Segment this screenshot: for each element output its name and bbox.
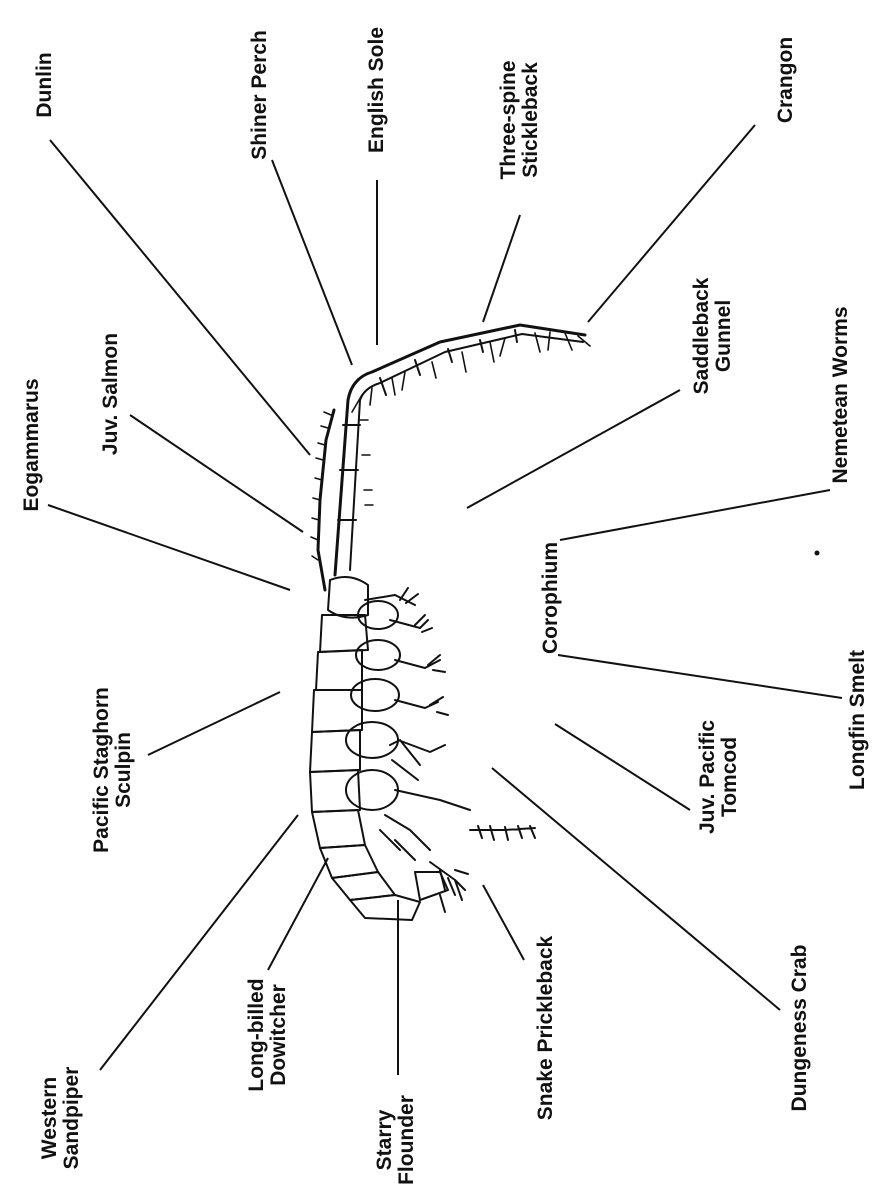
label-text: Corophium bbox=[540, 542, 562, 654]
pointer-long-billed-dowitcher bbox=[268, 858, 328, 970]
pointer-dunlin bbox=[50, 140, 310, 455]
label-corophium: Corophium bbox=[540, 542, 562, 654]
label-line: Stickleback bbox=[520, 60, 542, 179]
label-juv-salmon: Juv. Salmon bbox=[100, 333, 122, 455]
label-line: Sandpiper bbox=[61, 1067, 83, 1170]
label-line: Crangon bbox=[775, 37, 797, 123]
antenna-1 bbox=[311, 410, 334, 590]
label-line: Tomcod bbox=[719, 720, 741, 834]
label-eogammarus: Eogammarus bbox=[21, 378, 43, 511]
label-line: Saddleback bbox=[691, 278, 713, 395]
label-longfin-smelt: Longfin Smelt bbox=[847, 650, 869, 790]
antenna-2 bbox=[335, 325, 590, 575]
label-juv-pacific-tomcod: Juv. Pacific Tomcod bbox=[697, 720, 741, 834]
label-line: Nemetean Worms bbox=[830, 306, 852, 483]
label-line: Dowitcher bbox=[268, 978, 290, 1091]
label-line: Starry bbox=[374, 1095, 396, 1185]
pointer-nemetean-worms bbox=[560, 490, 830, 540]
pointer-longfin-smelt bbox=[558, 655, 842, 698]
pointer-shiner-perch bbox=[272, 160, 352, 365]
annotation-lines bbox=[48, 125, 842, 1075]
label-line: Western bbox=[39, 1067, 61, 1170]
label-dungeness-crab: Dungeness Crab bbox=[789, 945, 811, 1112]
label-line: Pacific Staghorn bbox=[91, 687, 113, 853]
label-line: Juv. Pacific bbox=[697, 720, 719, 834]
label-line: Flounder bbox=[396, 1095, 418, 1185]
label-line: English Sole bbox=[366, 27, 388, 153]
label-english-sole: English Sole bbox=[366, 27, 388, 153]
label-saddleback-gunnel: Saddleback Gunnel bbox=[691, 278, 735, 395]
label-nemetean-worms: Nemetean Worms bbox=[830, 306, 852, 483]
label-three-spine-stickleback: Three-spine Stickleback bbox=[498, 60, 542, 179]
label-line: Dunlin bbox=[34, 52, 56, 117]
label-line: Longfin Smelt bbox=[847, 650, 869, 790]
pointer-snake-prickleback bbox=[483, 885, 524, 960]
label-line: Three-spine bbox=[498, 60, 520, 179]
label-line: Juv. Salmon bbox=[100, 333, 122, 455]
pointer-pacific-staghorn-sculpin bbox=[148, 692, 280, 755]
pointer-three-spine-stickleback bbox=[483, 215, 520, 322]
label-line: Long-billed bbox=[246, 978, 268, 1091]
speck bbox=[815, 551, 820, 556]
pointer-juv-salmon bbox=[130, 415, 303, 532]
label-western-sandpiper: Western Sandpiper bbox=[39, 1067, 83, 1170]
label-line: Dungeness Crab bbox=[789, 945, 811, 1112]
label-snake-prickleback: Snake Prickleback bbox=[535, 936, 557, 1120]
label-line: Shiner Perch bbox=[249, 30, 271, 160]
label-dunlin: Dunlin bbox=[34, 52, 56, 117]
label-line: Gunnel bbox=[713, 278, 735, 395]
pointer-eogammarus bbox=[48, 505, 290, 590]
label-line: Snake Prickleback bbox=[535, 936, 557, 1120]
label-crangon: Crangon bbox=[775, 37, 797, 123]
label-shiner-perch: Shiner Perch bbox=[249, 30, 271, 160]
label-pacific-staghorn-sculpin: Pacific Staghorn Sculpin bbox=[91, 687, 135, 853]
label-line: Sculpin bbox=[113, 687, 135, 853]
label-long-billed-dowitcher: Long-billed Dowitcher bbox=[246, 978, 290, 1091]
pointer-saddleback-gunnel bbox=[467, 390, 680, 508]
label-starry-flounder: Starry Flounder bbox=[374, 1095, 418, 1185]
label-line: Eogammarus bbox=[21, 378, 43, 511]
pointer-juv-pacific-tomcod bbox=[555, 724, 690, 810]
